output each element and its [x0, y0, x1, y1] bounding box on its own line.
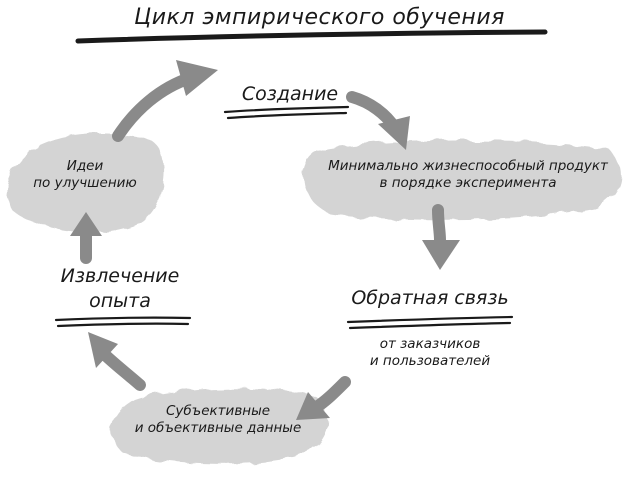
learn-underline-2 [56, 322, 190, 328]
node-feedback-sub-line2: и пользователей [369, 352, 491, 369]
node-data: Субъективные и объективные данные [118, 403, 318, 437]
feedback-underline-1 [346, 315, 514, 324]
stage-underlines [54, 105, 514, 330]
node-ideas-line2: по улучшению [33, 174, 137, 191]
arrow-left-icon [296, 376, 351, 420]
arrow-up-small-icon [70, 212, 102, 264]
smudge-data [112, 387, 329, 464]
arrow-up-right-icon [112, 60, 218, 142]
feedback-underline-2 [348, 321, 512, 330]
node-ideas: Идеи по улучшению [20, 158, 150, 192]
smudge-ideas [6, 133, 165, 233]
smudges [6, 133, 621, 464]
node-learn: Извлечение опыта [40, 264, 200, 313]
node-feedback-sub-line1: от заказчиков [379, 336, 481, 352]
cycle-arrows [70, 60, 460, 420]
node-build-label: Создание [241, 83, 339, 105]
node-learn-line2: опыта [89, 289, 151, 312]
node-feedback-sub: от заказчиков и пользователей [340, 336, 520, 370]
arrow-up-icon [88, 332, 146, 391]
node-feedback-label: Обратная связь [351, 287, 509, 309]
node-mvp: Минимально жизнеспособный продукт в поря… [318, 158, 618, 192]
node-ideas-line1: Идеи [66, 158, 104, 174]
page-title: Цикл эмпирического обучения [134, 5, 505, 30]
node-mvp-line2: в порядке эксперимента [379, 174, 557, 191]
learn-underline-1 [54, 316, 192, 322]
smudge-mvp [303, 140, 621, 221]
arrow-down-icon [422, 204, 460, 270]
node-mvp-line1: Минимально жизнеспособный продукт [328, 158, 608, 174]
node-learn-line1: Извлечение [60, 265, 180, 287]
arrow-right-icon [346, 91, 410, 150]
title-underline [75, 29, 548, 44]
node-data-line2: и объективные данные [134, 419, 302, 436]
node-data-line1: Субъективные [165, 403, 271, 419]
build-underline-2 [226, 111, 348, 120]
build-underline-1 [223, 105, 350, 114]
